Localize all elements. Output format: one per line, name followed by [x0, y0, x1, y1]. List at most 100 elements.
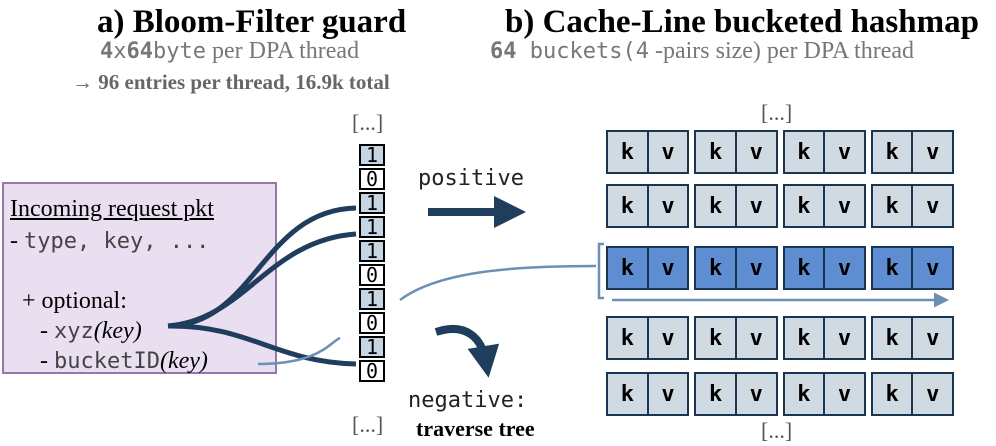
- bucket-value-cell: v: [646, 132, 688, 172]
- bucket-value-cell: v: [823, 186, 864, 226]
- bucket-key-cell: k: [872, 132, 912, 172]
- bucket-key-cell: k: [784, 374, 824, 414]
- negative-action-label: traverse tree: [416, 416, 535, 441]
- bucket-value-cell: v: [646, 186, 688, 226]
- bloom-bit: 1: [359, 240, 385, 262]
- bloom-bit: 1: [359, 144, 385, 166]
- request-heading: Incoming request pkt: [10, 196, 214, 222]
- bucket-value-cell: v: [734, 318, 776, 358]
- request-fields: - type, key, ...: [10, 228, 209, 255]
- request-fields-list: type, key, ...: [24, 229, 210, 254]
- bucket-value-cell: v: [734, 374, 776, 414]
- bucket-value-cell: v: [911, 248, 952, 288]
- request-optional-bucketid: - bucketID(key): [40, 348, 208, 375]
- request-packet-box: Incoming request pkt - type, key, ... + …: [2, 182, 277, 374]
- bloom-bit: 1: [359, 336, 385, 358]
- bucket-key-cell: k: [696, 318, 735, 358]
- bucket-value-cell: v: [823, 374, 864, 414]
- panel-b-buckets: buckets(4: [516, 39, 649, 64]
- bucket-key-cell: k: [872, 248, 912, 288]
- bucket-key-cell: k: [784, 248, 824, 288]
- bucket-value-cell: v: [823, 318, 864, 358]
- panel-a-rest: per DPA thread: [205, 38, 360, 64]
- panel-a-times: x: [113, 39, 127, 64]
- panel-a-unit: byte: [153, 39, 206, 64]
- bucket-value-cell: v: [734, 186, 776, 226]
- bucket-key-cell: k: [608, 186, 647, 226]
- bucket-value-cell: v: [734, 132, 776, 172]
- hash-curve-1: [167, 205, 357, 329]
- bucket-key-cell: k: [608, 248, 647, 288]
- bucket-key-cell: k: [608, 132, 647, 172]
- bucket-key-cell: k: [872, 186, 912, 226]
- opt-xyz-arg: (key): [93, 318, 142, 344]
- bucket-key-cell: k: [696, 132, 735, 172]
- panel-a-total: → 96 entries per thread, 16.9k total: [72, 70, 390, 94]
- bloom-bit: 0: [359, 360, 385, 382]
- request-optional-label: + optional:: [22, 288, 127, 314]
- bucket-value-cell: v: [823, 248, 864, 288]
- bucket-value-cell: v: [911, 318, 952, 358]
- bucketid-curve: [257, 336, 341, 366]
- panel-b-title: b) Cache-Line bucketed hashmap: [505, 4, 979, 40]
- bucket-value-cell: v: [911, 186, 952, 226]
- bucket-key-cell: k: [784, 132, 824, 172]
- hash-curve-3: [167, 323, 357, 367]
- hashmap-top-ellipsis: [...]: [761, 100, 793, 125]
- hashmap-bottom-ellipsis: [...]: [761, 418, 793, 443]
- bloom-bit: 0: [359, 312, 385, 334]
- panel-b-count: 64: [490, 39, 517, 64]
- request-fields-dash: -: [10, 228, 24, 254]
- negative-label: negative:: [408, 388, 528, 413]
- bucket-key-cell: k: [696, 248, 735, 288]
- bucket-value-cell: v: [911, 132, 952, 172]
- opt-bucketid-arg: (key): [159, 348, 208, 374]
- bloom-bit: 1: [359, 192, 385, 214]
- bloom-top-ellipsis: [...]: [352, 110, 384, 135]
- negative-arrow: [434, 324, 500, 378]
- bucket-key-cell: k: [608, 374, 647, 414]
- bucket-key-cell: k: [872, 318, 912, 358]
- bucket-key-cell: k: [784, 318, 824, 358]
- bucket-value-cell: v: [911, 374, 952, 414]
- request-optional-xyz: - xyz(key): [40, 318, 142, 345]
- bucket-value-cell: v: [646, 318, 688, 358]
- bucket-key-cell: k: [696, 374, 735, 414]
- bloom-bit: 0: [359, 168, 385, 190]
- opt-xyz-dash: -: [40, 318, 54, 344]
- opt-bucketid-dash: -: [40, 348, 54, 374]
- bucket-value-cell: v: [734, 248, 776, 288]
- bucket-value-cell: v: [823, 132, 864, 172]
- panel-b-rest: -pairs size) per DPA thread: [648, 38, 914, 64]
- panel-a-bytes: 64: [126, 39, 154, 64]
- bucket-key-cell: k: [608, 318, 647, 358]
- hash-curve-2: [167, 231, 357, 329]
- panel-a-subtitle: 4x64byte per DPA thread: [100, 38, 359, 65]
- bloom-bottom-ellipsis: [...]: [352, 412, 384, 437]
- bucket-value-cell: v: [646, 248, 688, 288]
- opt-bucketid-func: bucketID: [54, 349, 160, 374]
